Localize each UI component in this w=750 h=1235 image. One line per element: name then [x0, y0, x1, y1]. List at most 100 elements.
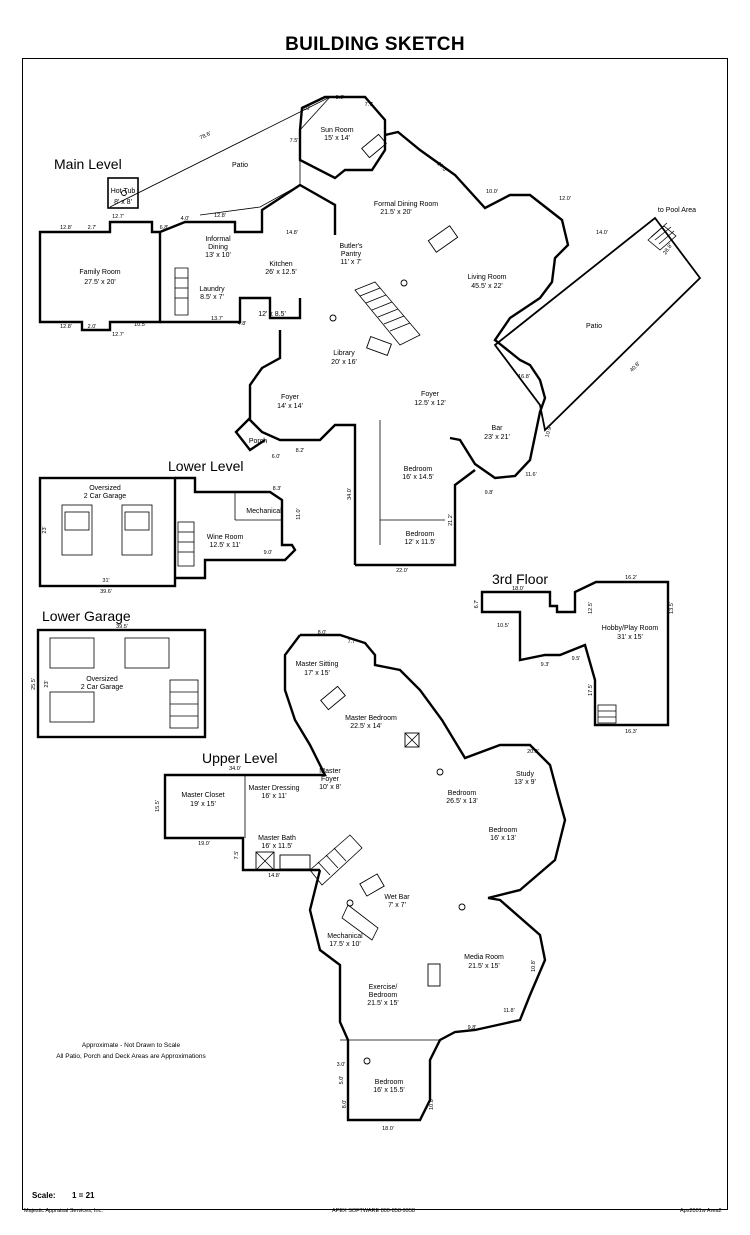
dim-label: 11.8' — [503, 1008, 514, 1014]
kitchen-size: 26' x 12.5' — [265, 269, 296, 276]
hobby-size: 31' x 15' — [617, 634, 643, 641]
bedroom-3-size: 26.5' x 13' — [446, 798, 477, 805]
pool-stairs — [647, 222, 677, 251]
dim-label: 8.0' — [342, 1100, 348, 1109]
master-dressing-name: Master Dressing — [249, 785, 300, 792]
study-size: 13' x 9' — [514, 779, 536, 786]
dim-label: 9.3' — [541, 662, 550, 668]
dim-label: 14.8' — [268, 873, 280, 879]
informal-dining-line2: Dining — [208, 244, 228, 251]
dim-label: 8.2' — [296, 448, 305, 454]
dim-label: 12.8' — [60, 324, 72, 330]
dim-label: 17.5' — [588, 684, 594, 696]
hot-tub-size: 8' x 8' — [114, 199, 132, 206]
master-tub — [279, 854, 311, 870]
master-bath-size: 16' x 11.5' — [262, 843, 293, 850]
dim-label: 12.7' — [112, 332, 124, 338]
main-level — [38, 95, 702, 567]
living-room-name: Living Room — [468, 274, 507, 281]
dim-label: 7.5' — [234, 851, 240, 860]
dim-label: 12.7' — [112, 214, 124, 220]
master-foyer-line2: Foyer — [321, 776, 340, 783]
exercise-line2: Bedroom — [369, 992, 398, 999]
dim-label: 39.5' — [116, 624, 128, 630]
master-bath-name: Master Bath — [258, 835, 296, 842]
exercise-size: 21.5' x 15' — [367, 1000, 398, 1007]
lower-garage-2-line2: 2 Car Garage — [81, 684, 124, 691]
wet-bar-size: 7' x 7' — [388, 902, 406, 909]
foyer-right-size: 12.5' x 12' — [414, 400, 445, 407]
sun-room-size: 15' x 14' — [324, 135, 350, 142]
master-foyer-line1: Master — [319, 768, 341, 775]
car-icon — [61, 504, 153, 556]
sun-room-name: Sun Room — [320, 127, 353, 134]
exercise-line1: Exercise/ — [369, 984, 398, 991]
butlers-pantry-line1: Butler's — [339, 243, 363, 250]
bedroom-3-name: Bedroom — [448, 790, 477, 797]
to-pool-label: to Pool Area — [658, 207, 696, 214]
master-foyer-size: 10' x 8' — [319, 784, 341, 791]
patio-name: Patio — [232, 162, 248, 169]
dim-label: 6.7' — [474, 600, 480, 609]
scale-value: 1 = 21 — [72, 1191, 95, 1200]
wine-room-size: 12.5' x 11' — [210, 542, 241, 549]
main-patio-outline — [109, 96, 331, 216]
wet-bar-name: Wet Bar — [384, 894, 410, 901]
formal-dining-name: Formal Dining Room — [374, 201, 438, 208]
dim-label: 7.5' — [290, 138, 299, 144]
porch-name: Porch — [249, 438, 267, 445]
dim-label: 39.6' — [100, 589, 112, 595]
dim-label: 9.8' — [468, 1025, 477, 1031]
informal-dining-line1: Informal — [205, 236, 231, 243]
upper-level — [163, 633, 567, 1122]
media-room-size: 21.5' x 15' — [468, 963, 499, 970]
bedroom-4-name: Bedroom — [489, 827, 518, 834]
master-closet-name: Master Closet — [181, 792, 224, 799]
dim-label: 8.0' — [336, 95, 345, 101]
lower-level — [38, 476, 297, 588]
library-size: 20' x 16' — [331, 359, 357, 366]
dim-label: 10.9' — [545, 425, 554, 438]
dim-label: 20.0' — [527, 749, 539, 755]
dim-label: 6.8' — [160, 225, 169, 231]
foyer-left-name: Foyer — [281, 394, 300, 401]
toilet-icon — [329, 314, 337, 322]
mechanical-upper-name: Mechanical — [327, 933, 363, 940]
dim-label: 10.8' — [531, 960, 537, 972]
third-floor-stairs — [597, 704, 617, 724]
master-shower — [255, 851, 275, 871]
dim-label: 78.6' — [199, 131, 212, 142]
scale-label: Scale: — [32, 1191, 56, 1200]
foyer-left-size: 14' x 14' — [277, 403, 303, 410]
bar-size: 23' x 21' — [484, 434, 510, 441]
formal-dining-size: 21.5' x 20' — [380, 209, 411, 216]
laundry-name: Laundry — [199, 286, 225, 293]
dim-label: 19.0' — [198, 841, 210, 847]
dining-table — [427, 225, 459, 253]
dim-label: 18.0' — [512, 586, 524, 592]
dim-label: 6.0' — [302, 106, 311, 112]
dim-label: 22.0' — [396, 568, 408, 574]
living-room-size: 45.5' x 22' — [471, 283, 502, 290]
dim-label: 6.0' — [272, 454, 281, 460]
dim-label: 9.8' — [485, 490, 494, 496]
lower-level-label: Lower Level — [168, 458, 244, 474]
wine-room-name: Wine Room — [207, 534, 244, 541]
dim-label: 8.0' — [318, 630, 327, 636]
bedroom-2-name: Bedroom — [406, 531, 435, 538]
main-stairs — [174, 267, 421, 346]
page-title: BUILDING SKETCH — [285, 34, 465, 55]
butlers-pantry-size: 11' x 7' — [340, 259, 361, 266]
master-bedroom-name: Master Bedroom — [345, 715, 397, 722]
mechanical-lower-name: Mechanical — [246, 508, 282, 515]
dim-label: 23' — [42, 526, 48, 533]
upper-stairs — [309, 834, 379, 941]
footer-software: APEX SOFTWARE 800-858-9958 — [332, 1208, 415, 1214]
dim-label: 21.2' — [448, 514, 454, 526]
family-room-name: Family Room — [79, 269, 120, 276]
dim-label: 16.2' — [625, 575, 637, 581]
dim-label: 7.7' — [348, 639, 357, 645]
butlers-pantry-line2: Pantry — [341, 251, 362, 258]
dim-label: 2.7' — [88, 225, 97, 231]
family-room-size: 27.5' x 20' — [84, 279, 115, 286]
